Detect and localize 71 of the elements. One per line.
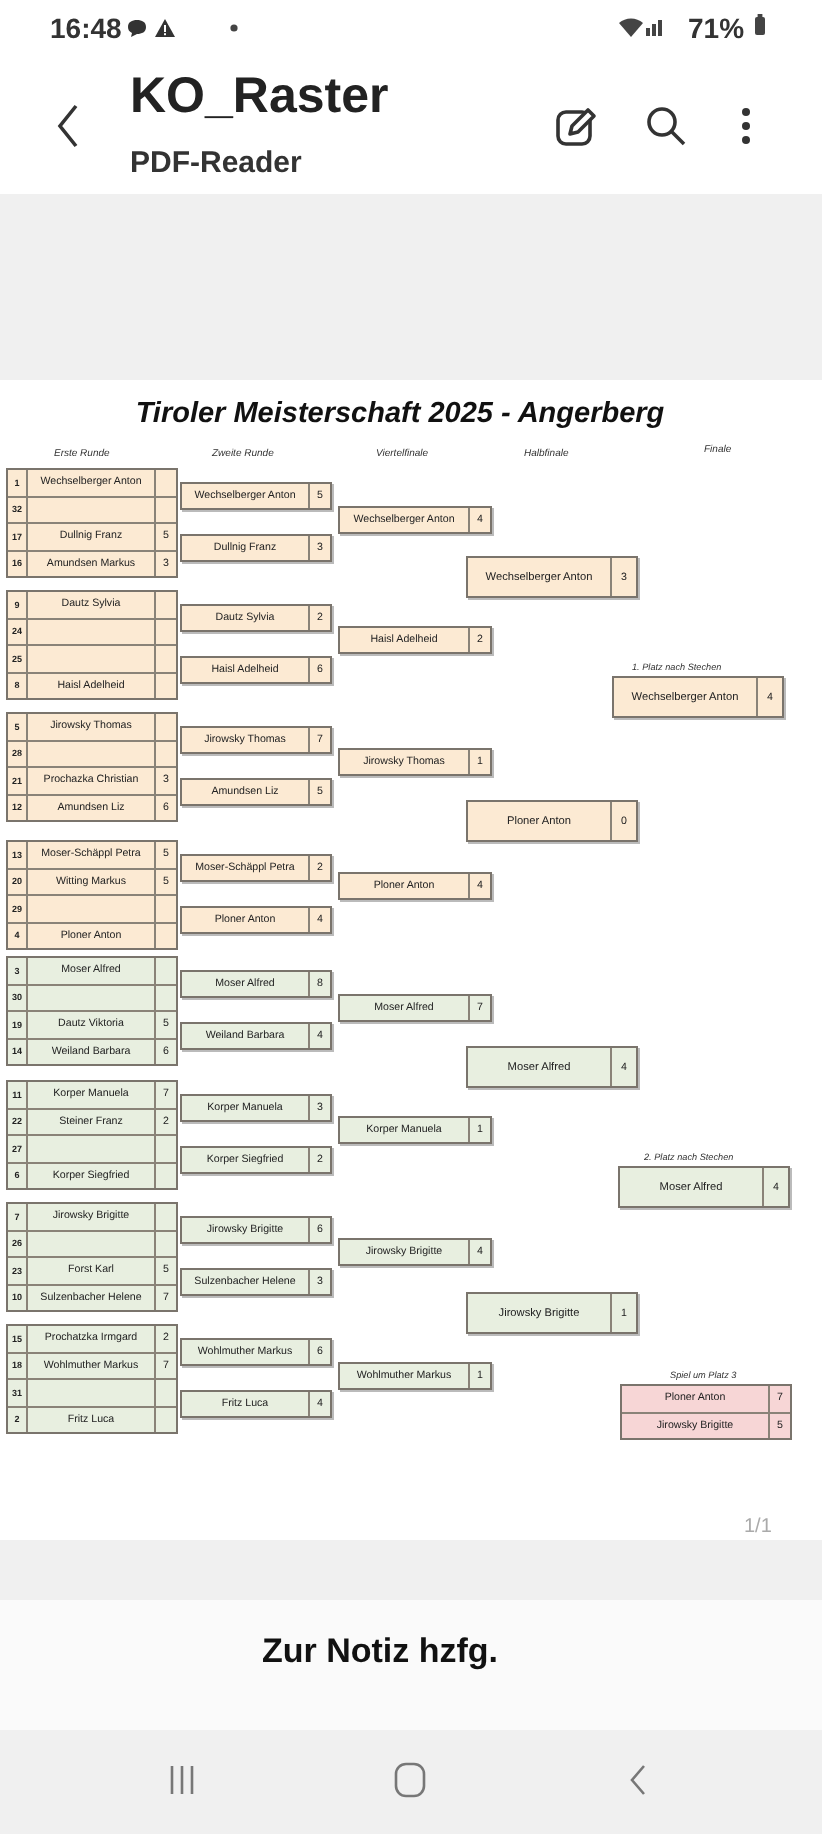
bracket-row	[8, 1161, 176, 1188]
bracket-row	[8, 522, 176, 549]
match-box	[338, 994, 492, 1022]
bracket-row	[8, 1010, 176, 1037]
bracket-row	[8, 739, 176, 766]
bracket-group	[6, 1324, 178, 1434]
match-box	[180, 1268, 332, 1296]
clock-text: 16:48	[50, 12, 122, 44]
match-box	[180, 906, 332, 934]
battery-percentage: 71%	[688, 12, 745, 44]
bracket-row	[8, 894, 176, 921]
match-box	[338, 1116, 492, 1144]
match-box	[180, 1216, 332, 1244]
match-box	[466, 800, 638, 842]
bracket-row	[8, 921, 176, 948]
match-box	[180, 1094, 332, 1122]
match-box	[180, 604, 332, 632]
match-box	[180, 970, 332, 998]
bracket-row	[8, 617, 176, 644]
app-subtitle: PDF-Reader	[130, 146, 302, 180]
match-box	[466, 1292, 638, 1334]
bracket-group	[6, 468, 178, 578]
match-box	[180, 726, 332, 754]
match-box	[180, 854, 332, 882]
match-box	[338, 506, 492, 534]
bracket-group	[6, 1202, 178, 1312]
bracket-row	[8, 793, 176, 820]
bracket-row	[8, 549, 176, 576]
bracket-row	[8, 495, 176, 522]
bracket-row	[8, 1351, 176, 1378]
bracket-row	[8, 1229, 176, 1256]
bracket-row	[8, 1378, 176, 1405]
match-box	[180, 482, 332, 510]
bracket-row	[8, 766, 176, 793]
match-box	[180, 1146, 332, 1174]
bracket-group	[6, 840, 178, 950]
diagram-title: Tiroler Meisterschaft 2025 - Angerberg	[133, 398, 667, 430]
bracket-row	[8, 1405, 176, 1432]
bracket-row	[8, 644, 176, 671]
bracket-row	[8, 1107, 176, 1134]
match-box	[180, 1390, 332, 1418]
match-box	[338, 626, 492, 654]
bracket-group	[6, 590, 178, 700]
match-box	[180, 534, 332, 562]
match-box	[618, 1166, 790, 1208]
bracket-group	[6, 956, 178, 1066]
match-box	[466, 556, 638, 598]
match-box	[338, 872, 492, 900]
match-box	[338, 748, 492, 776]
bracket-row	[8, 671, 176, 698]
bracket-row	[8, 1037, 176, 1064]
bracket-row	[8, 1283, 176, 1310]
bracket-group	[6, 1080, 178, 1190]
bracket-row	[8, 1256, 176, 1283]
match-box	[338, 1238, 492, 1266]
bracket-row	[8, 983, 176, 1010]
match-box	[180, 1338, 332, 1366]
bracket-row	[8, 867, 176, 894]
match-box	[180, 656, 332, 684]
document-title: KO_Raster	[130, 68, 389, 126]
note-text: Zur Notiz hzfg.	[262, 1632, 499, 1672]
match-box	[180, 1022, 332, 1050]
page-counter: 1/1	[744, 1516, 772, 1538]
bracket-row	[622, 1411, 790, 1438]
bracket-group	[6, 712, 178, 822]
match-box	[338, 1362, 492, 1390]
bracket-group	[620, 1384, 792, 1440]
match-box	[466, 1046, 638, 1088]
match-box	[612, 676, 784, 718]
match-box	[180, 778, 332, 806]
bracket-row	[8, 1134, 176, 1161]
